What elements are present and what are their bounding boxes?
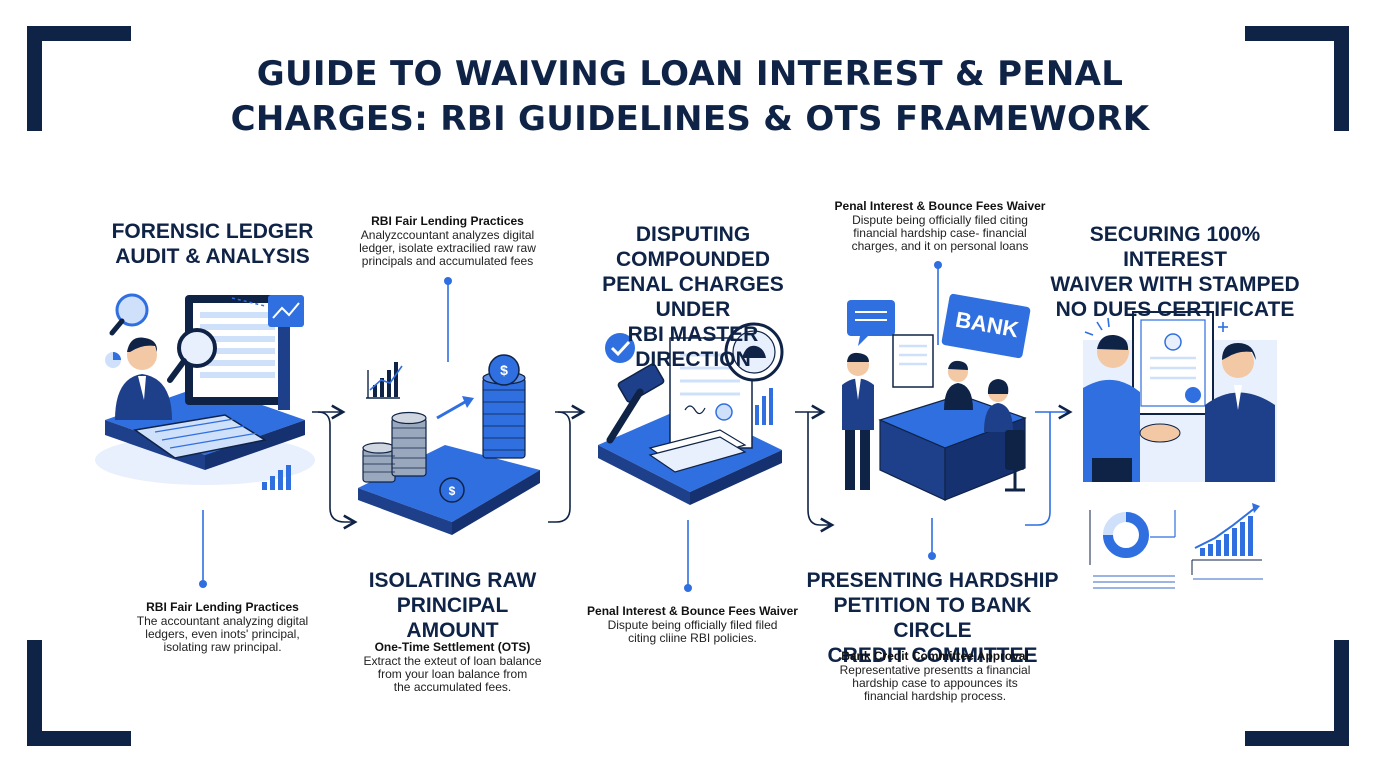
- step-3-heading-line-1: DISPUTING COMPOUNDED: [615, 223, 770, 271]
- svg-text:$: $: [449, 484, 456, 498]
- step-4-note-body: Representative presentts a financial har…: [815, 664, 1055, 703]
- step-3-note-body: Dispute being officially filed filed cit…: [575, 619, 810, 645]
- step-2-top-note-line-1: Analyzccountant analyzes digital: [360, 228, 535, 242]
- corner-bracket-top-left-v: [27, 26, 42, 131]
- step-3-note-line-2: citing cliine RBI policies.: [628, 631, 757, 645]
- step-2-heading-line-1: ISOLATING RAW: [368, 569, 537, 592]
- corner-bracket-bottom-left: [27, 731, 131, 746]
- step-4-note-title: Bank Credit Committee Approval: [841, 649, 1029, 663]
- step-3-heading-line-2: PENAL CHARGES UNDER: [602, 273, 784, 321]
- svg-text:$: $: [500, 362, 508, 378]
- step-1-note: RBI Fair Lending Practices The accountan…: [100, 600, 345, 654]
- step-1-note-line-3: isolating raw principal.: [163, 640, 282, 654]
- step-2-top-note-body: Analyzccountant analyzes digital ledger,…: [340, 229, 555, 268]
- step-2-top-note: RBI Fair Lending Practices Analyzccounta…: [340, 214, 555, 268]
- step-5-heading-line-2: WAIVER WITH STAMPED: [1050, 273, 1300, 296]
- step-1-heading-line-2: AUDIT & ANALYSIS: [115, 245, 310, 268]
- step-4-heading: PRESENTING HARDSHIP PETITION TO BANK CIR…: [800, 568, 1065, 668]
- corner-bracket-top-left: [27, 26, 131, 41]
- corner-bracket-top-right-v: [1334, 26, 1349, 131]
- page-title-line-2: CHARGES: RBI GUIDELINES & OTS FRAMEWORK: [230, 99, 1150, 139]
- step-3-heading-line-3: RBI MASTER DIRECTION: [627, 323, 759, 371]
- step-2-top-note-title: RBI Fair Lending Practices: [371, 214, 524, 228]
- corner-bracket-top-right: [1245, 26, 1349, 41]
- step-2-top-note-line-2: ledger, isolate extracilied raw raw: [359, 241, 536, 255]
- corner-bracket-bottom-right-v: [1334, 640, 1349, 746]
- step-3-note: Penal Interest & Bounce Fees Waiver Disp…: [575, 604, 810, 645]
- step-1-note-body: The accountant analyzing digital ledgers…: [100, 615, 345, 654]
- step-1-note-line-2: ledgers, even inots' principal,: [145, 627, 300, 641]
- step-3-note-line-1: Dispute being officially filed filed: [607, 618, 778, 632]
- step-3-heading: DISPUTING COMPOUNDED PENAL CHARGES UNDER…: [568, 222, 818, 372]
- coin-stacks-illustration: $ $: [358, 354, 540, 535]
- step-2-heading: ISOLATING RAW PRINCIPAL AMOUNT: [350, 568, 555, 643]
- step-2-top-note-line-3: principals and accumulated fees: [361, 254, 534, 268]
- step-4-top-note-body: Dispute being officially filed citing fi…: [825, 214, 1055, 253]
- step-4-note-line-3: financial hardship process.: [863, 689, 1007, 703]
- step-4-heading-line-3: CREDIT COMMITTEE: [827, 644, 1038, 667]
- step-2-note-line-1: Extract the exteut of loan balance: [363, 654, 542, 668]
- step-4-top-note-line-1: Dispute being officially filed citing: [852, 213, 1028, 227]
- certificate-handshake-illustration: [1083, 311, 1277, 589]
- step-4-top-note-line-3: charges, and it on personal loans: [851, 239, 1029, 253]
- step-4-note-line-1: Representative presentts a financial: [839, 663, 1031, 677]
- step-1-heading: FORENSIC LEDGER AUDIT & ANALYSIS: [110, 219, 315, 269]
- step-2-note-body: Extract the exteut of loan balance from …: [340, 655, 565, 694]
- step-5-heading-line-3: NO DUES CERTIFICATE: [1055, 298, 1295, 321]
- bank-meeting-illustration: [842, 293, 1031, 501]
- step-4-top-note: Penal Interest & Bounce Fees Waiver Disp…: [825, 199, 1055, 253]
- step-2-note-title: One-Time Settlement (OTS): [374, 640, 531, 654]
- step-4-note-line-2: hardship case to appounces its: [852, 676, 1018, 690]
- step-1-note-title: RBI Fair Lending Practices: [146, 600, 299, 614]
- step-4-heading-line-2: PETITION TO BANK CIRCLE: [833, 594, 1032, 642]
- corner-bracket-bottom-left-v: [27, 640, 42, 746]
- page-title: GUIDE TO WAIVING LOAN INTEREST & PENAL C…: [190, 52, 1190, 142]
- step-5-heading: SECURING 100% INTEREST WAIVER WITH STAMP…: [1050, 222, 1300, 322]
- page-title-line-1: GUIDE TO WAIVING LOAN INTEREST & PENAL: [256, 54, 1124, 94]
- step-2-note: One-Time Settlement (OTS) Extract the ex…: [340, 640, 565, 694]
- step-2-note-line-3: the accumulated fees.: [393, 680, 512, 694]
- step-2-note-line-2: from your loan balance from: [377, 667, 528, 681]
- step-1-heading-line-1: FORENSIC LEDGER: [111, 220, 314, 243]
- step-4-top-note-title: Penal Interest & Bounce Fees Waiver: [834, 199, 1046, 213]
- step-4-note: Bank Credit Committee Approval Represent…: [815, 649, 1055, 703]
- ledger-audit-illustration: [95, 293, 315, 490]
- step-5-heading-line-1: SECURING 100% INTEREST: [1089, 223, 1261, 271]
- gavel-documents-illustration: [598, 322, 784, 505]
- step-2-heading-line-2: PRINCIPAL AMOUNT: [396, 594, 509, 642]
- step-4-heading-line-1: PRESENTING HARDSHIP: [806, 569, 1059, 592]
- corner-bracket-bottom-right: [1245, 731, 1349, 746]
- step-1-note-line-1: The accountant analyzing digital: [136, 614, 309, 628]
- step-4-top-note-line-2: financial hardship case- financial: [853, 226, 1027, 240]
- step-3-note-title: Penal Interest & Bounce Fees Waiver: [587, 604, 798, 618]
